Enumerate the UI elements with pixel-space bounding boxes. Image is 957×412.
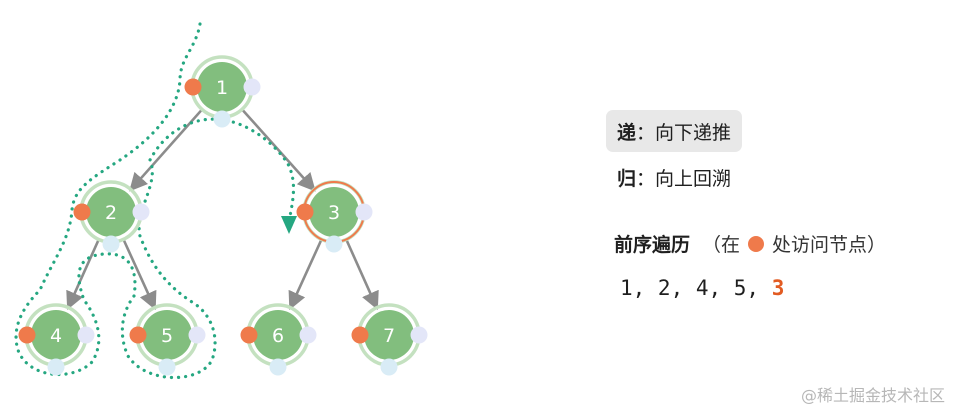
recurse-chip: 递 ： 向下递推 — [606, 110, 743, 152]
visit-dot-icon — [240, 326, 258, 344]
traversal-path — [14, 22, 296, 380]
postorder-dot-icon — [47, 358, 65, 376]
edge-1-2 — [129, 107, 204, 192]
legend-recurse: 递 ： 向下递推 — [606, 110, 936, 152]
inorder-dot-icon — [410, 326, 428, 344]
backtrack-text: 向上回溯 — [655, 167, 732, 190]
node-circle — [142, 310, 192, 360]
edge-3-6 — [288, 237, 324, 311]
node-circle — [309, 187, 359, 237]
node-label: 5 — [161, 325, 173, 347]
tree-node-3: 3 — [296, 180, 373, 253]
recurse-sep: ： — [636, 121, 656, 144]
note-close: 处访问节点） — [772, 234, 887, 256]
backtrack-key: 归 — [617, 167, 637, 190]
inorder-dot-icon — [243, 78, 261, 96]
tree-node-7: 7 — [351, 303, 428, 376]
node-label: 4 — [50, 325, 62, 347]
sequence-visited: 1, 2, 4, 5, — [620, 276, 772, 300]
postorder-dot-icon — [269, 358, 287, 376]
postorder-dot-icon — [158, 358, 176, 376]
inorder-dot-icon — [132, 203, 150, 221]
traversal-arrowhead-icon — [281, 216, 297, 234]
legend: 递 ： 向下递推 归 ： 向上回溯 — [606, 110, 936, 198]
backtrack-sep: ： — [636, 167, 656, 190]
recurse-text: 向下递推 — [655, 121, 732, 144]
node-circle — [197, 62, 247, 112]
node-circle — [31, 310, 81, 360]
tree-node-6: 6 — [240, 303, 317, 376]
visit-dot-icon — [351, 326, 369, 344]
node-label: 3 — [328, 202, 340, 224]
traversal-sequence: 1, 2, 4, 5, 3 — [620, 276, 784, 300]
node-label: 7 — [383, 325, 395, 347]
postorder-dot-icon — [380, 358, 398, 376]
node-circle — [86, 187, 136, 237]
inorder-dot-icon — [188, 326, 206, 344]
node-label: 6 — [272, 325, 284, 347]
traversal-title: 前序遍历 — [614, 234, 691, 256]
node-circle — [364, 310, 414, 360]
postorder-dot-icon — [213, 110, 231, 128]
visit-dot-icon — [184, 78, 202, 96]
edge-2-4 — [66, 237, 101, 311]
recurse-key: 递 — [617, 121, 637, 144]
traversal-title-row: 前序遍历 （在 处访问节点） — [614, 230, 886, 257]
inorder-dot-icon — [355, 203, 373, 221]
visit-dot-icon — [18, 326, 36, 344]
note-open: （在 — [702, 234, 741, 256]
tree-node-5: 5 — [129, 303, 206, 376]
tree-node-2: 2 — [73, 180, 150, 253]
visit-dot-icon — [296, 203, 314, 221]
inorder-dot-icon — [299, 326, 317, 344]
tree-node-4: 4 — [18, 303, 95, 376]
visit-dot-icon — [73, 203, 91, 221]
visit-dot-icon — [748, 235, 765, 252]
inorder-dot-icon — [77, 326, 95, 344]
postorder-dot-icon — [102, 235, 120, 253]
postorder-dot-icon — [325, 235, 343, 253]
traversal-note: （在 处访问节点） — [702, 230, 886, 257]
watermark: @稀土掘金技术社区 — [800, 386, 945, 405]
node-label: 2 — [105, 202, 117, 224]
edge-3-7 — [344, 237, 379, 311]
tree-node-1: 1 — [184, 55, 261, 128]
node-circle — [253, 310, 303, 360]
visit-dot-icon — [129, 326, 147, 344]
node-label: 1 — [216, 77, 228, 99]
sequence-current: 3 — [771, 276, 785, 300]
edge-1-3 — [240, 107, 316, 192]
legend-backtrack: 归 ： 向上回溯 — [606, 156, 936, 198]
edge-2-5 — [121, 237, 157, 311]
